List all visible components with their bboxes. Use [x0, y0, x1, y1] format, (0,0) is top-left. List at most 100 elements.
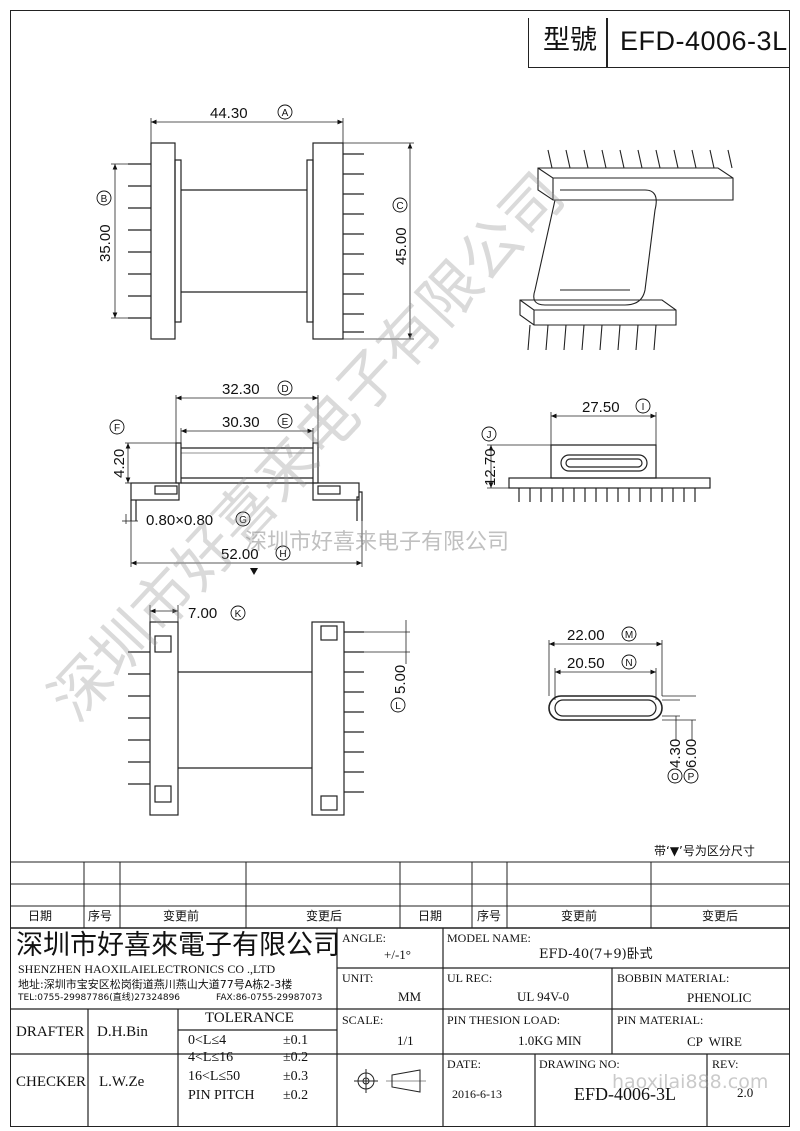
- company-name-cn: 深圳市好喜來電子有限公司: [16, 930, 340, 961]
- model-name-label: MODEL NAME:: [447, 931, 531, 945]
- scale-label: SCALE:: [342, 1013, 384, 1027]
- rev-header-date-2: 日期: [418, 909, 443, 923]
- rev-header-date-1: 日期: [28, 909, 53, 923]
- svg-text:C: C: [396, 201, 403, 212]
- watermark-url: haoxilai888.com: [612, 1071, 769, 1093]
- model-number-box: [528, 18, 790, 68]
- svg-text:O: O: [671, 772, 679, 783]
- dim-l: 5.00: [392, 665, 409, 694]
- rev-header-after-1: 变更后: [306, 909, 343, 923]
- date-value: 2016-6-13: [452, 1087, 502, 1101]
- tolerance-value: ±0.1: [283, 1033, 309, 1048]
- dim-e: 30.30: [222, 414, 260, 431]
- company-fax: FAX:86-0755-29987073: [216, 993, 323, 1003]
- svg-text:N: N: [625, 658, 632, 669]
- angle-value: +/-1°: [384, 947, 411, 962]
- rev-label: REV:: [712, 1057, 739, 1071]
- angle-label: ANGLE:: [342, 931, 386, 945]
- svg-text:P: P: [688, 772, 695, 783]
- svg-text:F: F: [114, 423, 120, 434]
- svg-text:H: H: [279, 549, 286, 560]
- dim-k: 7.00: [188, 605, 217, 622]
- checker-label: CHECKER: [16, 1074, 87, 1090]
- isometric-view: [519, 149, 734, 351]
- dim-n: 20.50: [567, 655, 605, 672]
- scale-value: 1/1: [397, 1033, 414, 1048]
- dim-a-circle: A: [277, 104, 293, 120]
- unit-label: UNIT:: [342, 971, 374, 985]
- model-label: 型號: [543, 25, 597, 56]
- dim-k-circle: K: [230, 605, 246, 621]
- projection-symbol: [354, 1069, 426, 1093]
- bobbin-material-value: PHENOLIC: [687, 990, 752, 1005]
- tolerance-range: 4<L≤16: [188, 1050, 234, 1065]
- rev-header-seq-2: 序号: [477, 909, 502, 923]
- drafter-value: D.H.Bin: [97, 1024, 148, 1040]
- dim-n-circle: N: [621, 654, 637, 670]
- tolerance-label: TOLERANCE: [205, 1010, 294, 1026]
- dim-p-circle: P: [683, 768, 699, 784]
- dim-d-circle: D: [277, 380, 293, 396]
- dim-h: 52.00: [221, 546, 259, 563]
- dim-m: 22.00: [567, 627, 605, 644]
- drafter-label: DRAFTER: [16, 1024, 85, 1040]
- model-name-value: EFD-40(7+9)卧式: [539, 947, 653, 962]
- bobbin-material-label: BOBBIN MATERIAL:: [617, 971, 730, 985]
- ul-rec-label: UL REC:: [447, 971, 493, 985]
- svg-text:L: L: [395, 701, 401, 712]
- tolerance-value: ±0.2: [283, 1050, 309, 1065]
- dim-i: 27.50: [582, 399, 620, 416]
- drawing-no-value: EFD-4006-3L: [574, 1084, 676, 1104]
- svg-text:I: I: [642, 402, 645, 413]
- unit-value: MM: [398, 989, 422, 1004]
- dim-a: 44.30: [210, 105, 248, 122]
- pin-tension-value: 1.0KG MIN: [518, 1033, 582, 1048]
- model-value: EFD-4006-3L: [620, 26, 788, 56]
- rev-header-seq-1: 序号: [88, 909, 113, 923]
- svg-text:G: G: [239, 515, 247, 526]
- company-address: 地址:深圳市宝安区松岗街道燕川燕山大道77号A栋2-3楼: [18, 978, 293, 991]
- dim-h-circle: H: [275, 545, 291, 561]
- drawing-area: 44.30 A 35.00 B 45.00 C 32.30 D 30.30 E …: [96, 104, 734, 816]
- top-view: [111, 118, 414, 340]
- pin-material-label: PIN MATERIAL:: [617, 1013, 704, 1027]
- dim-g-circle: G: [235, 511, 251, 527]
- tolerance-value: ±0.3: [283, 1069, 309, 1084]
- dim-g: 0.80×0.80: [146, 512, 213, 529]
- tolerance-range: PIN PITCH: [188, 1088, 255, 1103]
- drawing-no-label: DRAWING NO:: [539, 1057, 620, 1071]
- tolerance-range: 0<L≤4: [188, 1033, 227, 1048]
- svg-text:A: A: [282, 108, 289, 119]
- company-name-en: SHENZHEN HAOXILAIELECTRONICS CO .,LTD: [18, 962, 276, 976]
- svg-text:M: M: [625, 630, 633, 641]
- dim-b-circle: B: [96, 190, 112, 206]
- note-text: 带‘▼’号为区分尺寸: [654, 844, 755, 858]
- svg-text:E: E: [282, 417, 289, 428]
- dim-d: 32.30: [222, 381, 260, 398]
- svg-text:K: K: [235, 609, 242, 620]
- rev-header-before-1: 变更前: [163, 909, 200, 923]
- rev-header-before-2: 变更前: [561, 909, 598, 923]
- company-tel: TEL:0755-29987786(直线)27324896: [18, 993, 181, 1003]
- svg-text:D: D: [281, 384, 288, 395]
- page-border: [10, 10, 790, 1127]
- ul-rec-value: UL 94V-0: [517, 989, 570, 1004]
- front-view: [122, 395, 363, 575]
- rev-value: 2.0: [737, 1085, 754, 1100]
- svg-text:B: B: [101, 194, 108, 205]
- rev-header-after-2: 变更后: [702, 909, 739, 923]
- dim-j-circle: J: [481, 426, 497, 442]
- dim-m-circle: M: [621, 626, 637, 642]
- dim-p: 6.00: [683, 739, 700, 768]
- dim-c: 45.00: [393, 227, 410, 265]
- model-box-divider: [606, 18, 608, 68]
- dim-o: 4.30: [667, 739, 684, 768]
- svg-text:J: J: [487, 430, 492, 441]
- dim-e-circle: E: [277, 413, 293, 429]
- end-view: [548, 640, 696, 740]
- tolerance-value: ±0.2: [283, 1088, 309, 1103]
- dim-c-circle: C: [392, 197, 408, 213]
- dim-j: 12.70: [482, 448, 499, 486]
